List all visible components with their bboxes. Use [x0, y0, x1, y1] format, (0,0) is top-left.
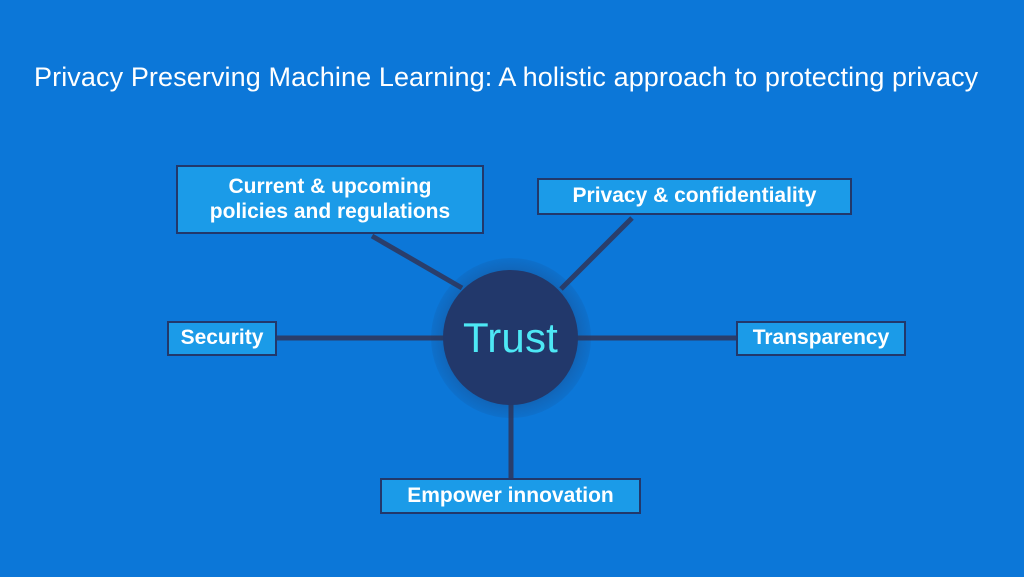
connector-hub-to-privacy — [559, 216, 634, 291]
page-title: Privacy Preserving Machine Learning: A h… — [34, 62, 979, 92]
node-empower-innovation[interactable]: Empower innovation — [380, 478, 641, 514]
node-security[interactable]: Security — [167, 321, 277, 356]
hub-node-trust[interactable]: Trust — [443, 270, 578, 405]
node-privacy-and-confidentiality[interactable]: Privacy & confidentiality — [537, 178, 852, 215]
connector-hub-to-policies — [370, 233, 464, 291]
node-transparency[interactable]: Transparency — [736, 321, 906, 356]
node-current-upcoming-policies-and-regulations[interactable]: Current & upcoming policies and regulati… — [176, 165, 484, 234]
hub-node-label: Trust — [462, 313, 559, 361]
